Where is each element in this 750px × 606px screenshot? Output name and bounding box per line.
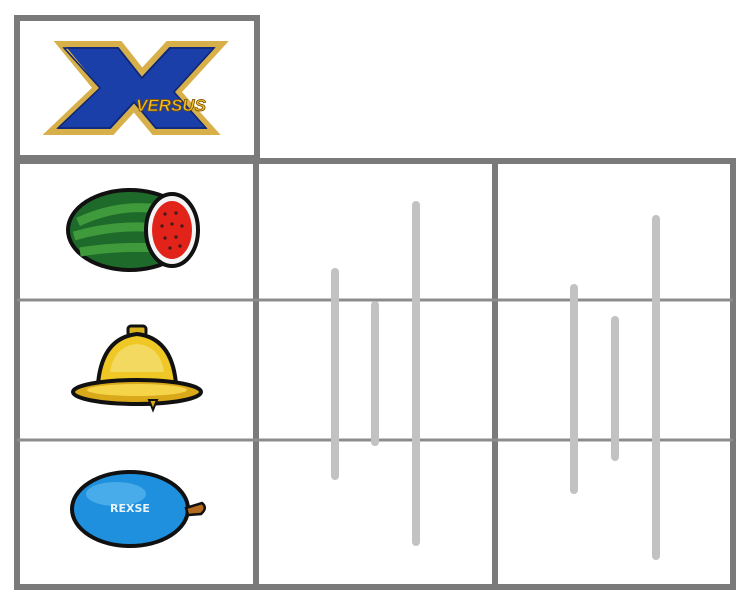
versus-logo-icon: VERSUS	[42, 41, 229, 135]
reel-3	[570, 215, 660, 560]
watermelon-icon	[66, 188, 200, 272]
blue-plum-icon: REXSE	[70, 470, 206, 548]
reel-1: REXSE	[66, 188, 206, 548]
rexse-label: REXSE	[110, 502, 150, 515]
reel-2	[331, 201, 420, 546]
logo-subtitle: VERSUS	[136, 96, 207, 115]
bell-icon	[71, 324, 203, 413]
logo-panel: VERSUS	[14, 15, 260, 161]
